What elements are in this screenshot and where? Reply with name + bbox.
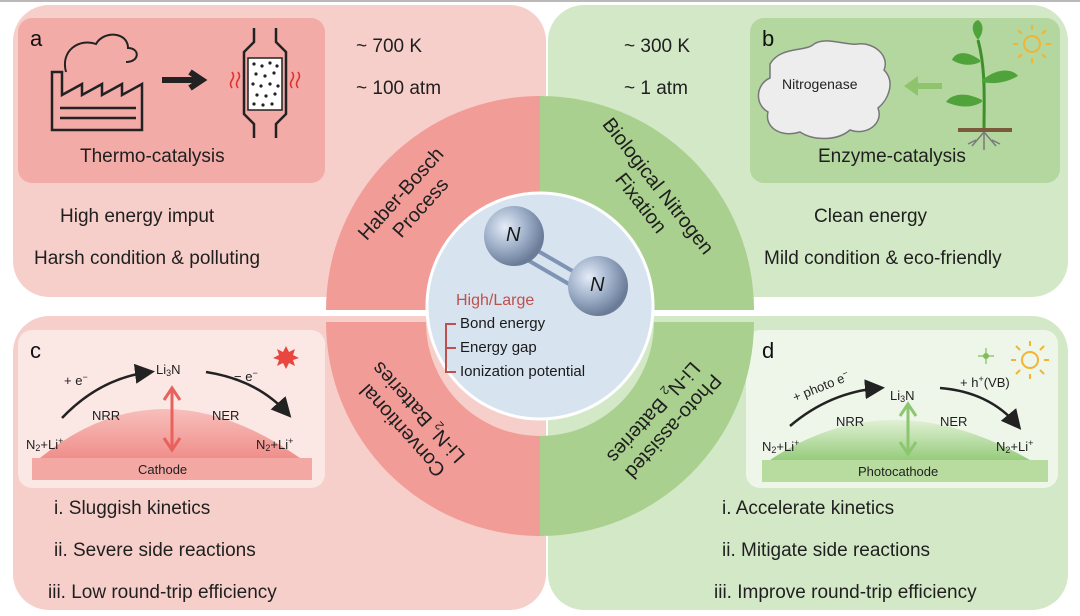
panel-d-letter: d [762, 338, 775, 363]
nitrogenase-label: Nitrogenase [782, 76, 858, 92]
arrow-icon [162, 69, 208, 91]
c-nrr-label: NRR [92, 408, 121, 423]
panel-a-feature-2: Harsh condition & polluting [34, 248, 261, 269]
c-reactant-right: N2+Li+ [256, 436, 294, 453]
factory-icon [50, 33, 144, 132]
panel-b-pressure: ~ 1 atm [624, 78, 688, 99]
photo-li3n-double-arrow [898, 401, 918, 457]
panel-a-letter: a [30, 26, 43, 51]
li3n-double-arrow [162, 385, 182, 453]
c-electron-in: + e− [64, 372, 88, 388]
panel-c-letter: c [30, 338, 41, 363]
nitrogen-atom-right [568, 256, 628, 316]
panel-c-feature-1: i. Sluggish kinetics [54, 498, 211, 519]
panel-b-temperature: ~ 300 K [624, 36, 691, 57]
thermo-catalysis-label: Thermo-catalysis [80, 146, 225, 167]
cathode-dome [40, 409, 300, 458]
arc-haber-bosch [326, 96, 540, 310]
panel-d-feature-2: ii. Mitigate side reactions [722, 540, 931, 561]
photocathode-label: Photocathode [858, 464, 939, 479]
small-sparkle-icon [978, 348, 994, 364]
panel-b-feature-1: Clean energy [814, 206, 928, 227]
d-reactant-left: N2+Li+ [762, 438, 800, 455]
nitrogen-atom-left-label: N [506, 224, 521, 246]
nitrogen-atom-right-label: N [590, 274, 605, 296]
d-nrr-label: NRR [836, 414, 865, 429]
d-hole-label: + h+(VB) [960, 374, 1010, 390]
plant-icon [946, 20, 1018, 150]
d-ner-label: NER [940, 414, 968, 429]
nrr-arrow [61, 363, 155, 419]
d-li3n-label: Li3N [890, 388, 915, 404]
arc-conventional [326, 322, 540, 536]
center-property-3: Ionization potential [460, 363, 586, 380]
nitrogenase-protein-icon [757, 40, 891, 140]
photocathode-dome [770, 420, 1030, 460]
reactor-icon [229, 28, 301, 138]
panel-a-feature-1: High energy imput [60, 206, 215, 227]
center-property-1: Bond energy [460, 315, 546, 332]
spark-icon [273, 346, 299, 369]
cathode-label: Cathode [138, 462, 188, 477]
photo-ner-arrow [939, 386, 1022, 430]
panel-c-feature-2: ii. Severe side reactions [54, 540, 256, 561]
c-electron-out: − e− [234, 368, 258, 384]
panel-d-feature-1: i. Accelerate kinetics [722, 498, 895, 519]
d-reactant-right: N2+Li+ [996, 438, 1034, 455]
arc-biological [540, 96, 754, 310]
photocathode-bar [762, 460, 1048, 482]
nitrogen-atom-left [484, 206, 544, 266]
panel-b-feature-2: Mild condition & eco-friendly [764, 248, 1002, 269]
sun-icon [1013, 25, 1051, 63]
center-property-2: Energy gap [460, 339, 537, 356]
c-ner-label: NER [212, 408, 240, 423]
panel-d-feature-3: iii. Improve round-trip efficiency [714, 582, 977, 603]
top-rule [0, 0, 1080, 2]
cathode-bar [32, 458, 312, 480]
sun-icon-d [1011, 341, 1049, 379]
properties-bracket [445, 323, 456, 373]
panel-c-feature-3: iii. Low round-trip efficiency [48, 582, 277, 603]
center-circle [425, 191, 655, 421]
center-heading: High/Large [456, 292, 535, 309]
arc-photo-assisted [540, 322, 754, 536]
enzyme-catalysis-label: Enzyme-catalysis [818, 146, 966, 167]
c-li3n-label: Li3N [156, 362, 181, 378]
photo-nrr-arrow [789, 379, 885, 427]
panel-a-pressure: ~ 100 atm [356, 78, 442, 99]
ner-arrow [205, 370, 292, 418]
panel-a-temperature: ~ 700 K [356, 36, 423, 57]
c-reactant-left: N2+Li+ [26, 436, 64, 453]
panel-b-letter: b [762, 26, 775, 51]
